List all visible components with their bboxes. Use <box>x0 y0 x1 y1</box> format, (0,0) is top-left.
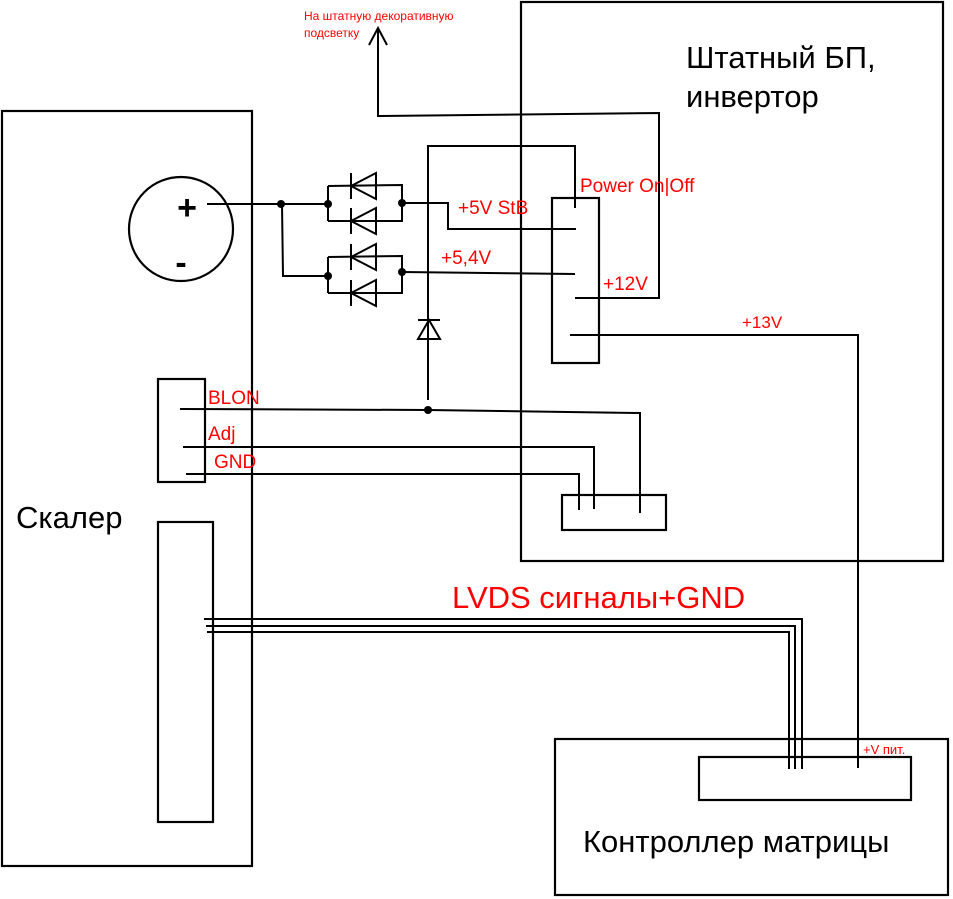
scaler-block <box>0 109 254 868</box>
wire-power-on-off <box>427 145 576 400</box>
wire-lvds-3 <box>207 631 790 769</box>
wire-13v <box>570 334 859 768</box>
socket-minus-sign: - <box>175 244 186 282</box>
junction-dot <box>424 406 432 414</box>
gnd-label: GND <box>214 452 256 473</box>
diode-icon <box>348 206 377 236</box>
junction-dot <box>277 200 285 208</box>
socket-plus-sign: + <box>177 189 197 227</box>
diode-icon <box>348 278 377 308</box>
scaler-lvds-connector <box>156 520 215 824</box>
scaler-label: Скалер <box>16 500 122 535</box>
decor-backlight-label-line1: На штатную декоративную <box>304 9 454 23</box>
decor-backlight-label-line2: подсветку <box>304 26 359 40</box>
scaler-control-connector <box>156 377 207 484</box>
power-socket <box>127 175 235 283</box>
diode-icon <box>416 318 442 340</box>
diode-icon <box>348 171 377 201</box>
psu-power-connector <box>550 196 601 365</box>
v5-stb-label: +5V StB <box>458 198 528 219</box>
wire-12v-to-decor <box>377 30 660 299</box>
v-supply-label: +V пит. <box>863 742 905 757</box>
blon-label: BLON <box>208 388 260 409</box>
wire-adj <box>183 446 595 509</box>
wire-socket-branch <box>281 203 328 277</box>
wire-blon <box>179 408 641 513</box>
matrix-input-connector <box>697 755 913 802</box>
arrow-up-icon <box>368 25 388 46</box>
wire-gnd <box>186 473 580 510</box>
power-on-off-label: Power On|Off <box>580 176 695 197</box>
v12-label: +12V <box>603 274 648 295</box>
v5-4-label: +5,4V <box>441 248 492 269</box>
v13-label: +13V <box>742 313 783 332</box>
matrix-controller-label: Контроллер матрицы <box>583 824 889 859</box>
wire-lvds-1 <box>204 618 803 769</box>
psu-label-line1: Штатный БП, <box>686 40 876 75</box>
psu-label-line2: инвертор <box>686 79 819 114</box>
diode-pair-5v-stb <box>327 171 403 236</box>
wire-5v-stb <box>402 202 576 230</box>
diode-icon <box>348 242 377 272</box>
matrix-controller-block <box>553 737 950 897</box>
lvds-label: LVDS сигналы+GND <box>452 580 745 615</box>
diode-pair-5-4v <box>327 242 403 308</box>
psu-inverter-connector <box>560 493 668 532</box>
psu-block <box>519 0 945 563</box>
wire-lvds-2 <box>206 625 796 769</box>
adj-label: Adj <box>208 424 235 445</box>
wire-5-4v <box>401 271 576 275</box>
